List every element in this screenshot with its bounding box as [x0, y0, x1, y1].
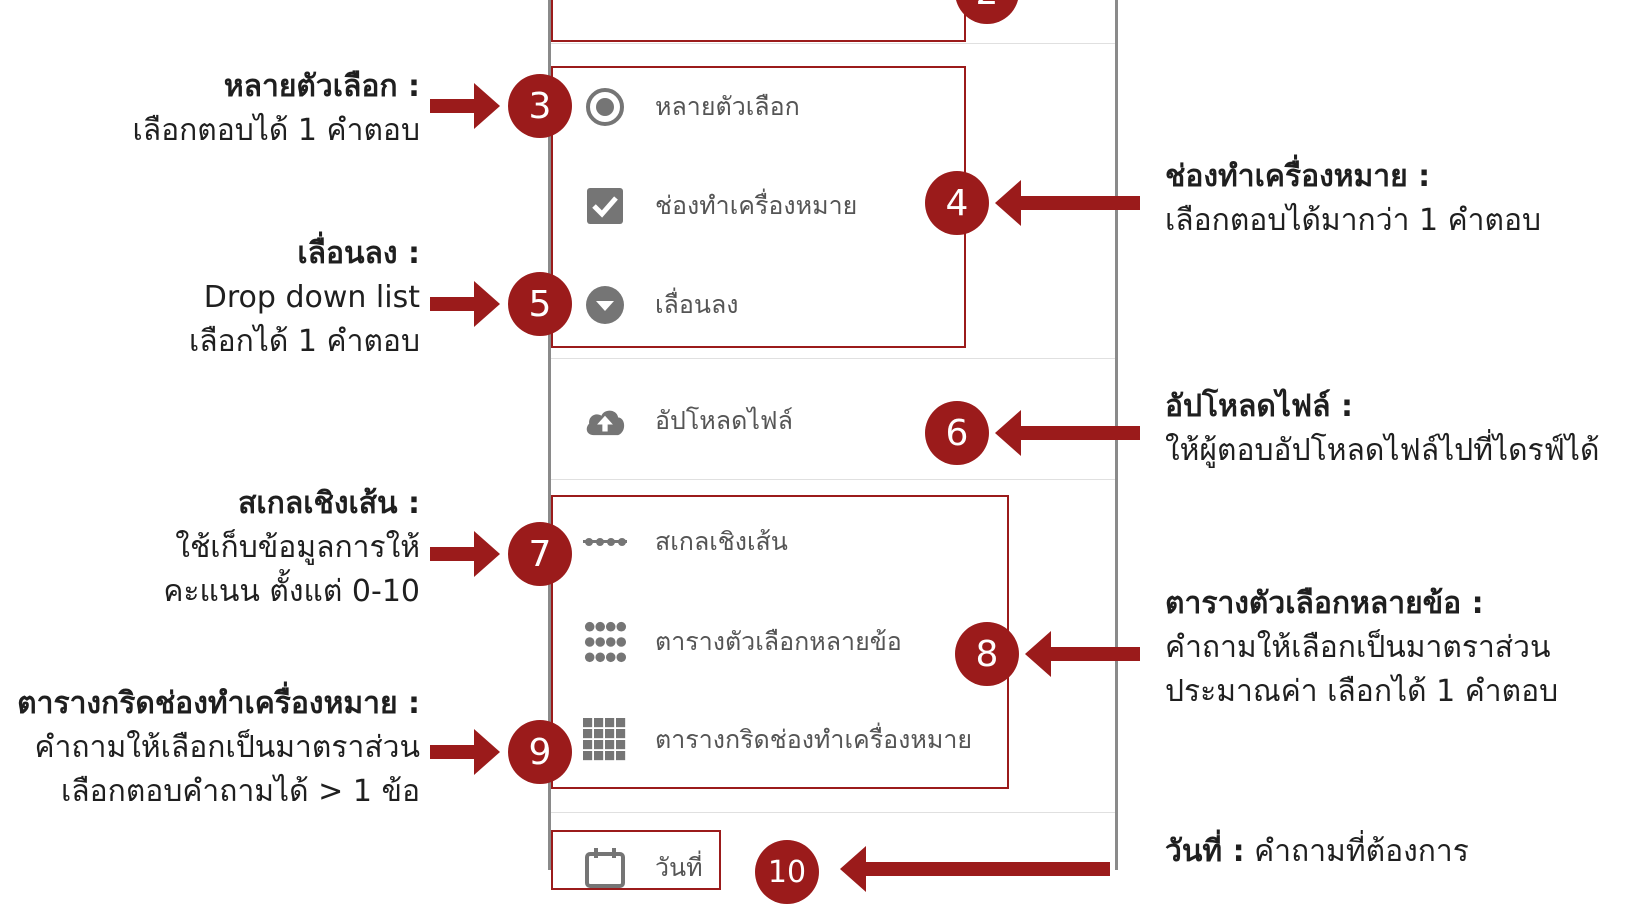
- note-dropdown: เลื่อนลง : Drop down list เลือกได้ 1 คำต…: [189, 232, 420, 364]
- menu-item-date[interactable]: วันที่: [583, 838, 703, 898]
- note-title: หลายตัวเลือก :: [223, 69, 420, 104]
- callout-badge-8: 8: [955, 622, 1019, 686]
- radio-icon: [583, 85, 627, 129]
- menu-item-label: ตารางกริดช่องทำเครื่องหมาย: [655, 725, 973, 754]
- arrow-8: [1025, 631, 1140, 677]
- note-mc-grid: ตารางตัวเลือกหลายข้อ : คำถามให้เลือกเป็น…: [1165, 582, 1558, 714]
- callout-badge-5: 5: [508, 272, 572, 336]
- arrow-9: [430, 729, 500, 775]
- menu-item-label: เลื่อนลง: [655, 290, 739, 319]
- callout-badge-6: 6: [925, 401, 989, 465]
- note-checkbox-grid: ตารางกริดช่องทำเครื่องหมาย : คำถามให้เลื…: [17, 682, 420, 814]
- note-line: ประมาณค่า เลือกได้ 1 คำตอบ: [1165, 674, 1559, 709]
- note-line: คะแนน ตั้งแต่ 0-10: [163, 574, 420, 609]
- menu-item-dropdown[interactable]: เลื่อนลง: [583, 275, 739, 335]
- menu-item-linear-scale[interactable]: สเกลเชิงเส้น: [583, 512, 788, 572]
- note-line: เลือกตอบได้มากว่า 1 คำตอบ: [1165, 203, 1542, 238]
- menu-item-file-upload[interactable]: อัปโหลดไฟล์: [583, 391, 793, 451]
- note-multiple-choice: หลายตัวเลือก : เลือกตอบได้ 1 คำตอบ: [132, 65, 420, 153]
- arrow-3: [430, 83, 500, 129]
- menu-item-label: หลายตัวเลือก: [655, 92, 800, 121]
- arrow-6: [995, 410, 1140, 456]
- note-title: ช่องทำเครื่องหมาย :: [1165, 159, 1431, 194]
- cloud-upload-icon: [583, 399, 627, 443]
- note-line: คำถามที่ต้องการ: [1254, 834, 1469, 869]
- menu-item-label: ตารางตัวเลือกหลายข้อ: [655, 627, 902, 656]
- note-linear-scale: สเกลเชิงเส้น : ใช้เก็บข้อมูลการให้ คะแนน…: [163, 482, 420, 614]
- dot-grid-icon: [583, 620, 627, 664]
- note-line: เลือกตอบได้ 1 คำตอบ: [132, 113, 420, 148]
- note-line: ให้ผู้ตอบอัปโหลดไฟล์ไปที่ไดรฟ์ได้: [1165, 433, 1600, 468]
- checkbox-icon: [583, 184, 627, 228]
- note-title: วันที่ :: [1165, 834, 1245, 869]
- menu-item-label: วันที่: [655, 853, 703, 882]
- arrow-10: [840, 846, 1110, 892]
- note-title: ตารางตัวเลือกหลายข้อ :: [1165, 586, 1484, 621]
- menu-item-mc-grid[interactable]: ตารางตัวเลือกหลายข้อ: [583, 612, 902, 672]
- menu-item-checkboxes[interactable]: ช่องทำเครื่องหมาย: [583, 176, 857, 236]
- note-title: ตารางกริดช่องทำเครื่องหมาย :: [17, 686, 420, 721]
- divider: [551, 43, 1115, 44]
- note-line: คำถามให้เลือกเป็นมาตราส่วน: [34, 730, 420, 765]
- menu-item-label: อัปโหลดไฟล์: [655, 406, 793, 435]
- calendar-icon: [583, 846, 627, 890]
- menu-item-label: ช่องทำเครื่องหมาย: [655, 191, 858, 220]
- note-checkboxes: ช่องทำเครื่องหมาย : เลือกตอบได้มากว่า 1 …: [1165, 155, 1541, 243]
- dropdown-icon: [583, 283, 627, 327]
- menu-item-multiple-choice[interactable]: หลายตัวเลือก: [583, 77, 800, 137]
- note-title: เลื่อนลง :: [297, 236, 420, 271]
- arrow-5: [430, 281, 500, 327]
- note-line: เลือกตอบคำถามได้ > 1 ข้อ: [61, 774, 420, 809]
- callout-badge-7: 7: [508, 522, 572, 586]
- menu-item-label: สเกลเชิงเส้น: [655, 527, 788, 556]
- note-title: อัปโหลดไฟล์ :: [1165, 389, 1353, 424]
- note-line: เลือกได้ 1 คำตอบ: [188, 324, 420, 359]
- group-box-top: [551, 0, 966, 42]
- arrow-7: [430, 531, 500, 577]
- note-line: ใช้เก็บข้อมูลการให้: [175, 530, 420, 565]
- note-line: Drop down list: [203, 280, 420, 315]
- divider: [551, 812, 1115, 813]
- note-title: สเกลเชิงเส้น :: [238, 486, 420, 521]
- divider: [551, 358, 1115, 359]
- note-line: คำถามให้เลือกเป็นมาตราส่วน: [1165, 630, 1551, 665]
- callout-badge-9: 9: [508, 720, 572, 784]
- linear-scale-icon: [583, 520, 627, 564]
- square-grid-icon: [583, 718, 627, 762]
- divider: [551, 479, 1115, 480]
- note-date: วันที่ : คำถามที่ต้องการ: [1165, 830, 1469, 874]
- arrow-4: [995, 180, 1140, 226]
- callout-badge-10: 10: [755, 840, 819, 904]
- callout-badge-4: 4: [925, 171, 989, 235]
- callout-badge-3: 3: [508, 74, 572, 138]
- menu-item-checkbox-grid[interactable]: ตารางกริดช่องทำเครื่องหมาย: [583, 710, 972, 770]
- note-file-upload: อัปโหลดไฟล์ : ให้ผู้ตอบอัปโหลดไฟล์ไปที่ไ…: [1165, 385, 1599, 473]
